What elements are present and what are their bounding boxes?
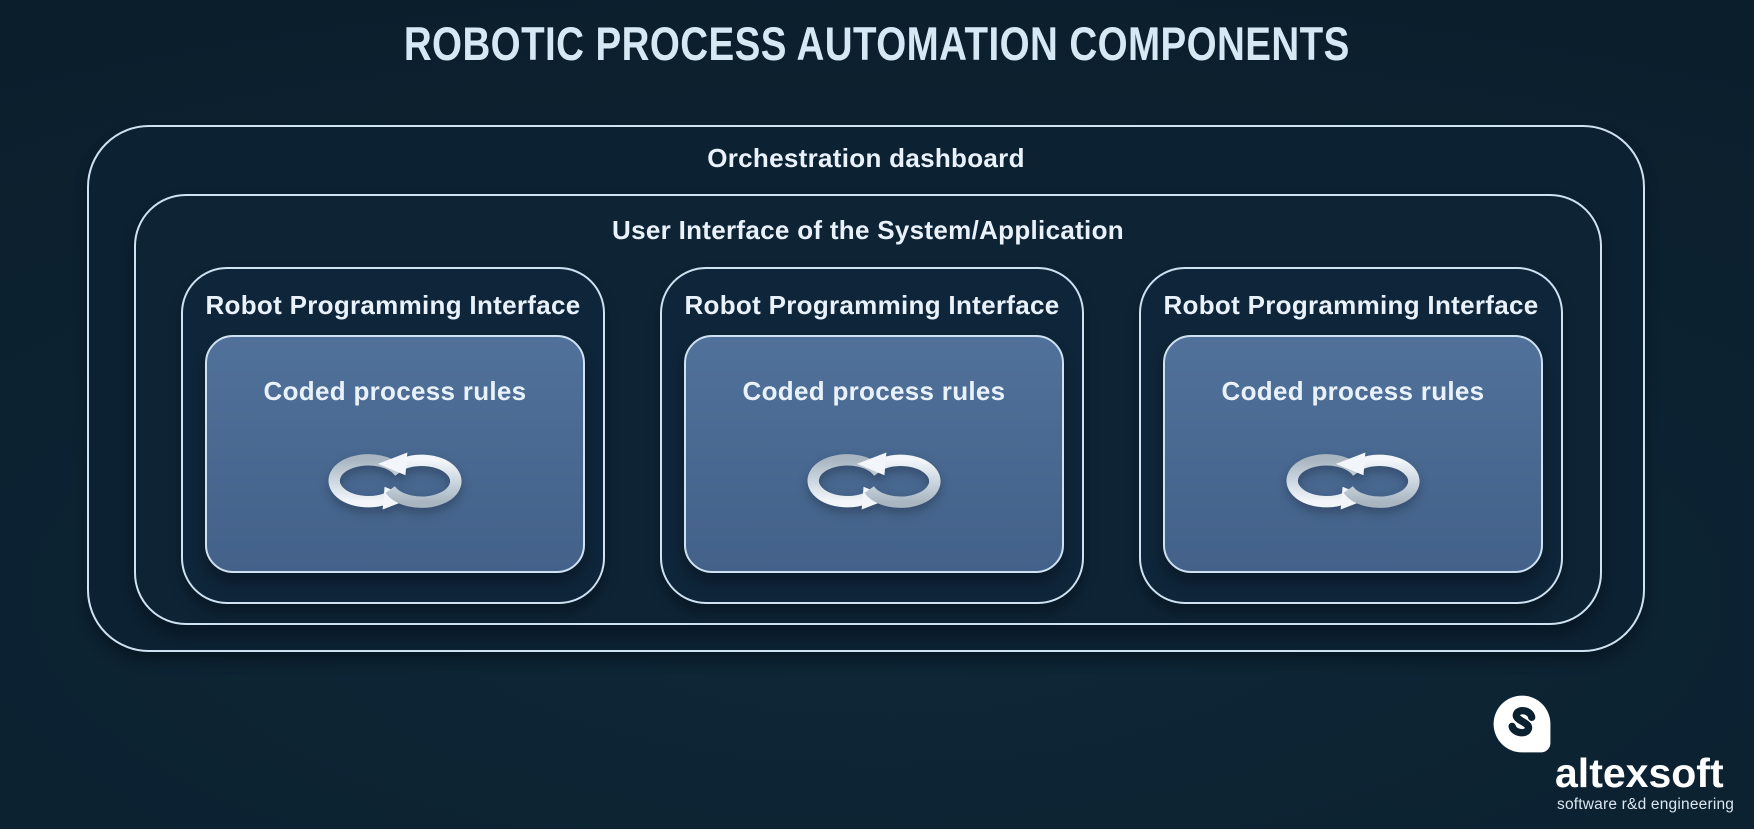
ui-system-application-label: User Interface of the System/Application [612, 215, 1124, 245]
cycle-arrows-icon [319, 443, 471, 519]
robot-programming-interface-label: Robot Programming Interface [205, 290, 581, 320]
page-title: ROBOTIC PROCESS AUTOMATION COMPONENTS [0, 20, 1754, 67]
page-title-text: ROBOTIC PROCESS AUTOMATION COMPONENTS [404, 17, 1350, 70]
coded-process-rules-label: Coded process rules [263, 376, 527, 406]
robot-programming-interface-label: Robot Programming Interface [684, 290, 1060, 320]
altexsoft-tagline: software r&d engineering [1557, 796, 1735, 813]
cycle-arrows-icon [1277, 443, 1429, 519]
orchestration-dashboard-box: Orchestration dashboard User Interface o… [87, 125, 1645, 652]
altexsoft-logo-icon [1493, 695, 1551, 753]
orchestration-dashboard-label: Orchestration dashboard [707, 143, 1025, 173]
robot-programming-interface-box-3: Robot Programming Interface Coded proces… [1139, 267, 1563, 604]
altexsoft-wordmark: altexsoft [1555, 750, 1724, 796]
coded-process-rules-label: Coded process rules [1221, 376, 1485, 406]
coded-process-rules-box: Coded process rules [684, 335, 1064, 573]
robot-programming-interface-box-1: Robot Programming Interface Coded proces… [181, 267, 605, 604]
coded-process-rules-box: Coded process rules [1163, 335, 1543, 573]
coded-process-rules-box: Coded process rules [205, 335, 585, 573]
coded-process-rules-label: Coded process rules [742, 376, 1006, 406]
robot-programming-interface-label: Robot Programming Interface [1163, 290, 1539, 320]
cycle-arrows-icon [798, 443, 950, 519]
ui-system-application-box: User Interface of the System/Application… [134, 194, 1602, 625]
robot-programming-interface-box-2: Robot Programming Interface Coded proces… [660, 267, 1084, 604]
